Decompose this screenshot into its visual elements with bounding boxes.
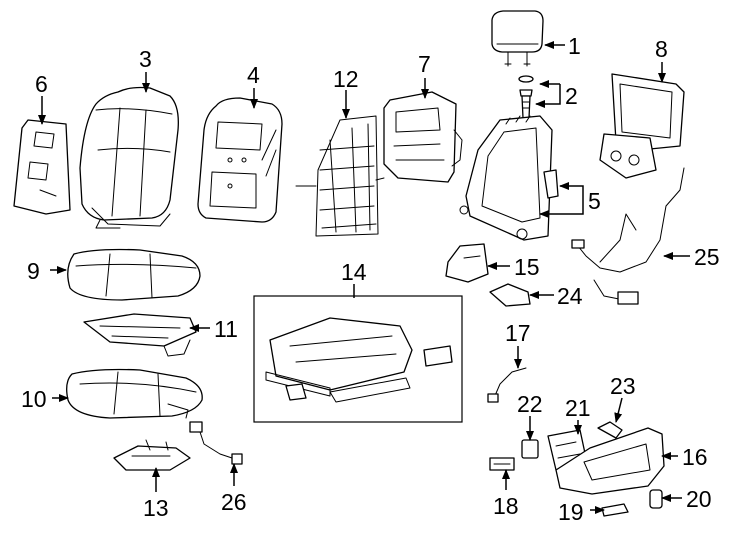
callout-4: 4 [247,62,260,88]
trim-piece [489,283,531,307]
callout-18: 18 [493,493,519,519]
headrest-guide [518,75,534,119]
adjuster-cable [487,367,527,403]
callout-11: 11 [214,316,238,342]
callout-23: 23 [610,373,636,399]
seatback-frame-module [383,91,463,183]
leader-5a [559,182,584,200]
cushion-wire-harness [189,421,243,465]
small-cap [649,489,663,509]
callout-19: 19 [558,499,584,525]
callout-3: 3 [139,46,152,72]
callout-14: 14 [341,259,367,285]
seat-spring-mat [295,115,385,237]
recliner-cover [445,243,489,283]
seatback-panel [197,97,283,223]
callout-2: 2 [565,83,578,109]
callout-21: 21 [565,395,591,421]
callout-13: 13 [143,495,169,521]
seatback-frame [459,115,559,241]
callout-26: 26 [221,489,247,515]
seatback-cover [79,86,179,229]
callout-20: 20 [686,486,712,512]
seat-wiring-harness [571,167,685,305]
leader-23 [614,397,623,423]
callout-6: 6 [35,71,48,97]
callout-7: 7 [418,51,431,77]
seat-cushion-pad [66,368,203,419]
callout-labels: 1 2 3 4 5 6 7 8 9 10 11 12 13 14 15 16 1… [21,33,720,525]
seat-cushion-bracket [113,439,191,471]
seat-switch [489,457,515,471]
seat-module-unit [599,73,685,179]
callout-12: 12 [333,66,359,92]
seatback-back-panel [13,119,71,215]
callout-24: 24 [557,283,583,309]
callout-8: 8 [655,36,668,62]
headrest [491,10,544,67]
leader-2b [535,84,561,108]
callout-25: 25 [694,244,720,270]
callout-16: 16 [682,444,708,470]
seat-cushion-cover [67,248,201,301]
end-cap [601,503,629,517]
callout-9: 9 [27,258,40,284]
adjuster-knob [521,439,539,459]
seat-heater-mat [83,313,197,357]
callout-5: 5 [588,188,601,214]
callout-1: 1 [568,33,581,59]
seat-adjuster-group [253,295,463,423]
seat-side-shield [555,427,665,495]
trim-clip [597,421,623,439]
callout-17: 17 [505,320,531,346]
callout-10: 10 [21,386,47,412]
callout-15: 15 [514,254,540,280]
callout-22: 22 [517,391,543,417]
leader-lines [38,41,690,514]
leader-5b [539,200,584,218]
